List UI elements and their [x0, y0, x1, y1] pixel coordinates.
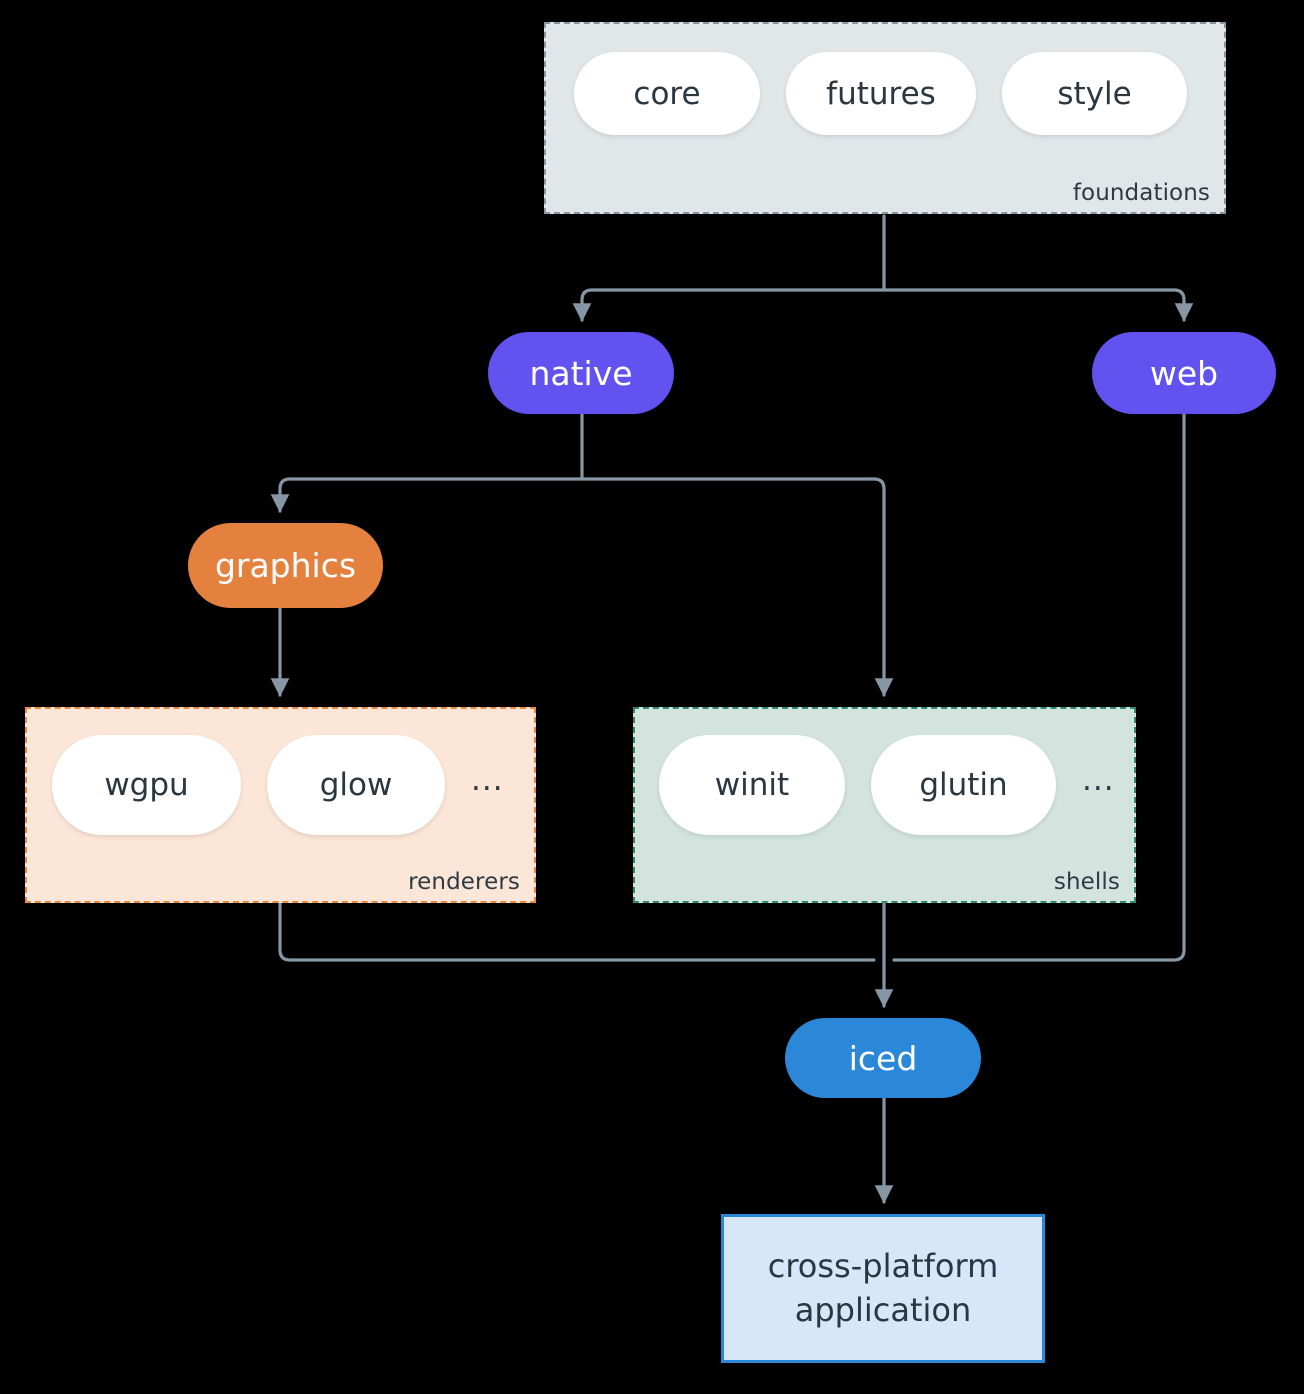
pill-wgpu[interactable]: wgpu [52, 735, 241, 835]
group-renderers: wgpu glow ... renderers [25, 707, 536, 903]
renderers-items: wgpu glow ... [52, 735, 504, 835]
node-graphics[interactable]: graphics [188, 523, 383, 608]
node-iced[interactable]: iced [785, 1018, 981, 1098]
node-web[interactable]: web [1092, 332, 1276, 414]
node-cross-platform-application[interactable]: cross-platform application [721, 1214, 1045, 1363]
group-label-renderers: renderers [408, 869, 520, 895]
group-label-shells: shells [1053, 869, 1120, 895]
pill-glutin[interactable]: glutin [871, 735, 1056, 835]
edge-native-shells [580, 477, 894, 697]
edge-renderers-iced [278, 901, 876, 962]
group-shells: winit glutin ... shells [633, 707, 1136, 903]
edge-native-graphics [270, 477, 584, 513]
shells-items: winit glutin ... [659, 735, 1115, 835]
app-label-line1: cross-platform [767, 1247, 999, 1286]
edge-foundations-native [572, 288, 886, 322]
node-native[interactable]: native [488, 332, 674, 414]
app-label-line2: application [794, 1290, 972, 1329]
group-foundations: core futures style foundations [544, 22, 1226, 214]
foundations-items: core futures style [574, 52, 1187, 135]
group-label-foundations: foundations [1072, 180, 1210, 206]
shells-overflow-ellipsis: ... [1082, 761, 1115, 798]
pill-winit[interactable]: winit [659, 735, 845, 835]
pill-core[interactable]: core [574, 52, 760, 135]
edge-foundations-web [882, 288, 1194, 322]
pill-glow[interactable]: glow [267, 735, 445, 835]
pill-futures[interactable]: futures [786, 52, 976, 135]
renderers-overflow-ellipsis: ... [471, 761, 504, 798]
pill-style[interactable]: style [1002, 52, 1187, 135]
